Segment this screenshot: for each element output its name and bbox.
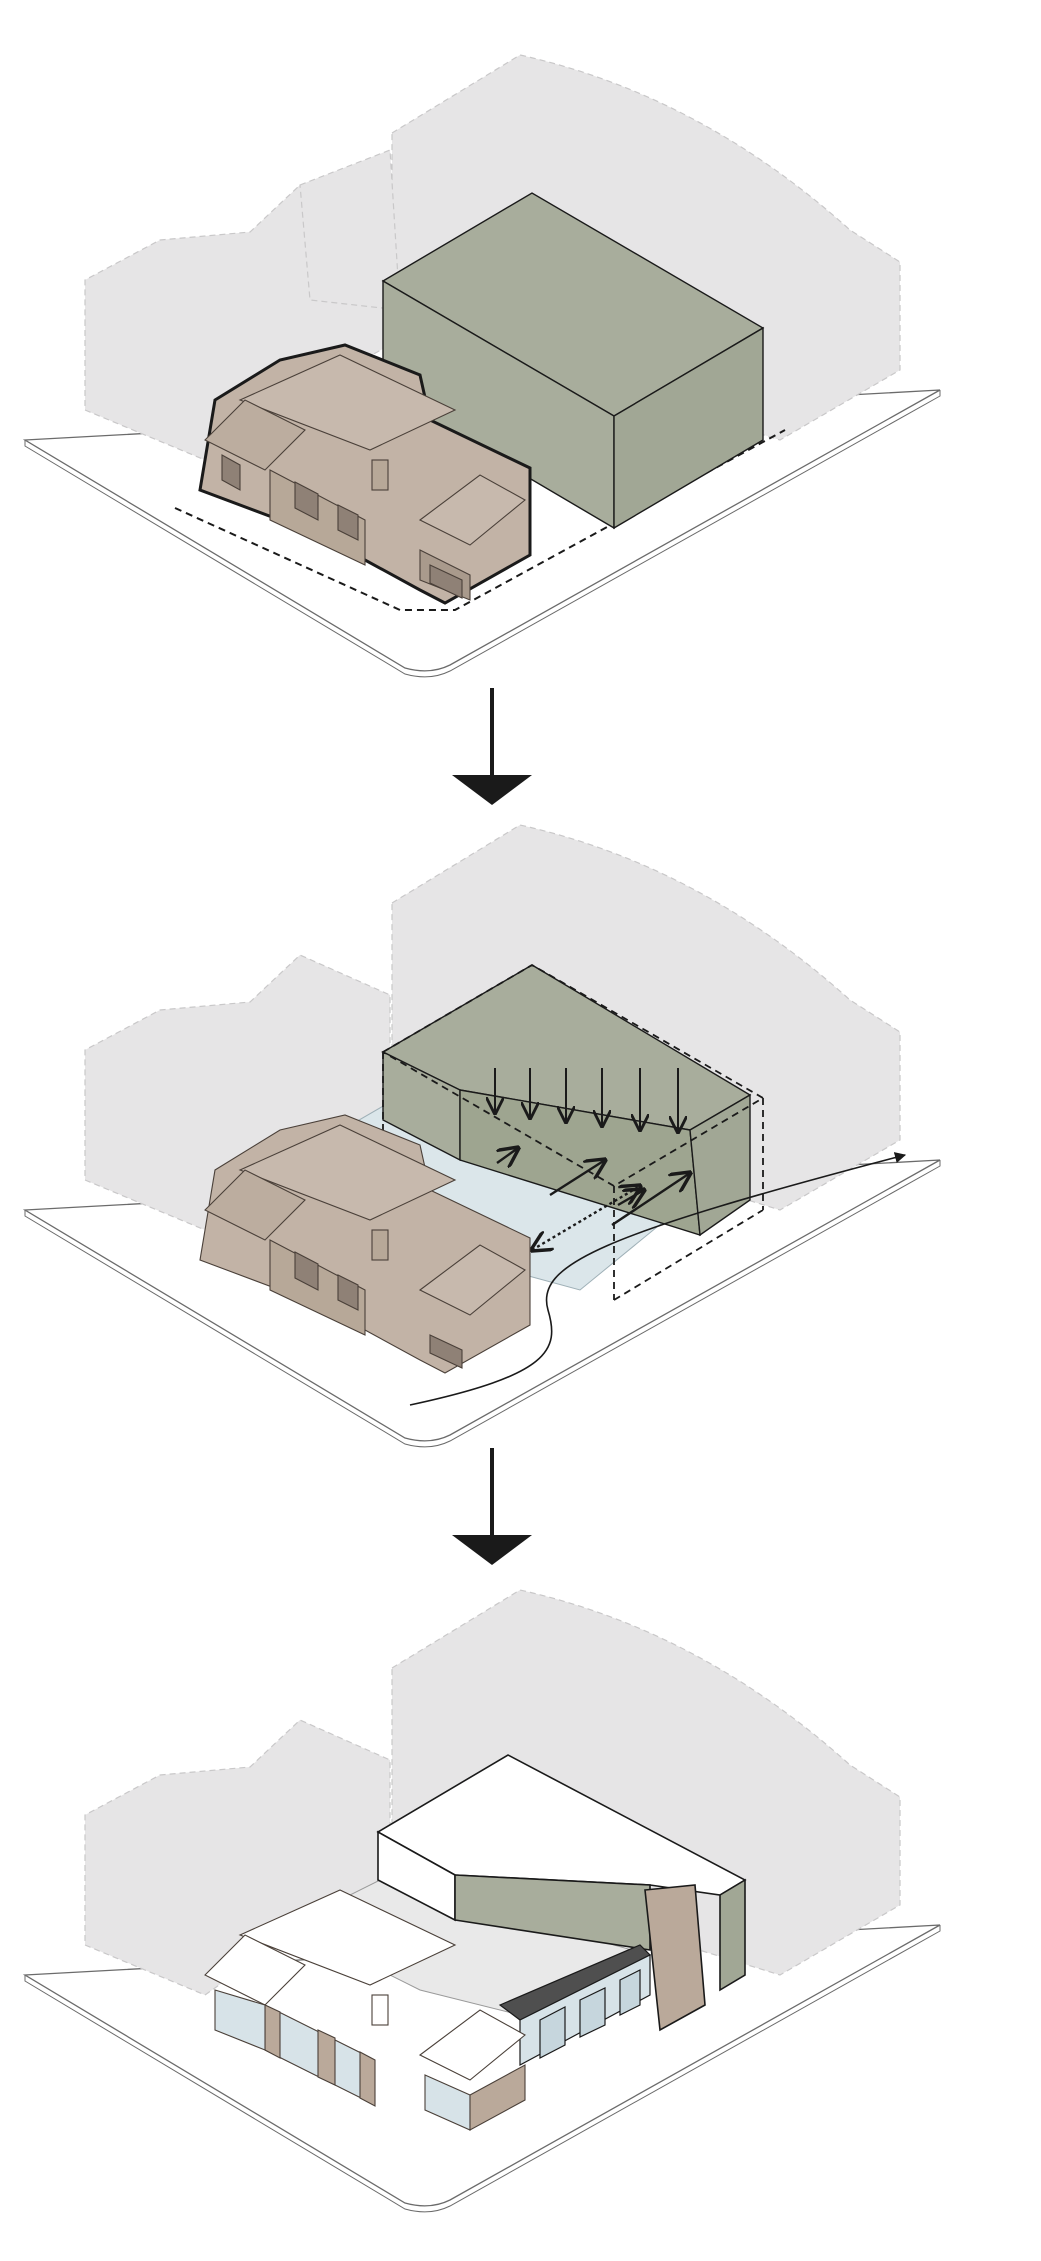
house-roof-left — [204, 1934, 306, 2006]
ground-plinth-edge — [24, 1925, 941, 2213]
dashed-volume-outline — [381, 963, 765, 1301]
stage-site-analysis — [22, 824, 941, 1448]
house-window-4 — [221, 454, 241, 491]
stage-proposed-design — [22, 1589, 941, 2213]
heritage-house — [198, 343, 532, 605]
dotted-link-arrow — [532, 1186, 640, 1250]
glazed-wing — [498, 1944, 652, 2067]
arrow-up-right-icon — [497, 1148, 518, 1163]
ground-plinth-edge — [24, 390, 941, 678]
house-wall-left — [214, 1989, 266, 2051]
view-arrows — [497, 1148, 690, 1250]
timber-pier — [359, 2051, 376, 2107]
house-chimney — [371, 459, 389, 491]
timber-pier — [264, 2004, 281, 2059]
house-window-3 — [429, 564, 463, 599]
glass-panel — [579, 1987, 606, 2038]
existing-volume-right — [613, 326, 764, 530]
volume-right — [689, 1093, 751, 1237]
house-window-2 — [337, 1274, 359, 1311]
load-arrows — [495, 1068, 678, 1132]
heritage-house — [199, 1114, 531, 1374]
glass-panel — [539, 2006, 566, 2059]
context-left-block — [84, 954, 391, 1231]
house-roof-front — [418, 474, 526, 546]
context-mid-block — [299, 149, 401, 311]
house-window-3 — [429, 1334, 463, 1369]
step-arrow-1 — [452, 688, 532, 805]
new-roof-volume — [376, 1754, 747, 2032]
arrow-down-icon — [452, 775, 532, 805]
new-roof-inner — [454, 1874, 651, 1951]
house-roof-front — [418, 2009, 526, 2081]
circulation-path — [409, 1152, 907, 1406]
step-arrow-2 — [452, 1448, 532, 1565]
house-roof-main — [238, 354, 457, 451]
existing-volume — [381, 192, 765, 530]
house-chimney — [371, 1994, 389, 2026]
new-roof-right — [719, 1878, 746, 1992]
house-roof-left — [204, 399, 306, 471]
house-window-1 — [294, 481, 319, 521]
arrow-down-icon — [452, 1535, 532, 1565]
house-roof-main — [238, 1124, 457, 1221]
stage-existing-site — [22, 54, 941, 678]
timber-pier — [317, 2029, 336, 2086]
house-roof-left — [204, 1169, 306, 1241]
porch-wall — [469, 2064, 526, 2131]
house-chimney — [371, 1229, 389, 1261]
timber-screen — [644, 1884, 706, 2032]
ground-plinth-edge — [24, 1160, 941, 1448]
house-roof-main — [238, 1889, 457, 1986]
context-left-block — [84, 1719, 391, 1996]
house-window-2 — [337, 504, 359, 541]
glass-panel — [619, 1969, 641, 2016]
house-window-1 — [294, 1251, 319, 1291]
house-roof-front — [418, 1244, 526, 1316]
renovated-house — [204, 1889, 526, 2131]
site-boundary — [174, 429, 786, 611]
